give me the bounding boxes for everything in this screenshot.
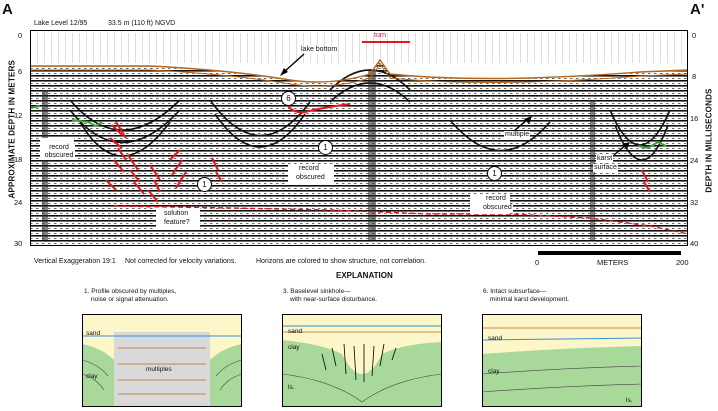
karst-red-features [105, 121, 651, 203]
profile-start-label: A [2, 1, 13, 18]
panel-2-clay-label: clay [288, 344, 300, 351]
panel-3-clay-label: clay [488, 368, 500, 375]
karst-surface-label-2: surface [593, 164, 618, 172]
water-column [30, 33, 688, 63]
panel-1-sand-label: sand [86, 330, 101, 337]
panel-1-diagram [82, 314, 242, 407]
record-obscured-right-2: obscured [482, 204, 513, 212]
lake-bottom-horizon-2 [30, 63, 688, 87]
footnote-exaggeration: Vertical Exaggeration 19:1 [34, 258, 116, 265]
right-axis-label: DEPTH IN MILLISECONDS [704, 88, 714, 193]
scale-bar [538, 251, 681, 255]
callout-circle-1b: 1 [197, 177, 212, 192]
left-tick-3: 18 [14, 155, 23, 164]
left-tick-2: 12 [14, 111, 23, 120]
record-obscured-left: record obscured [43, 144, 75, 160]
panel-3-caption-2: minimal karst development. [490, 296, 570, 303]
turn-label: turn [374, 32, 387, 39]
right-tick-4: 32 [690, 198, 699, 207]
multiple-label: multiple [504, 131, 531, 139]
green-horizon-right [637, 140, 667, 150]
multiple-arrow [513, 116, 532, 132]
right-tick-2: 16 [690, 114, 699, 123]
callout-circle-1a: 1 [318, 140, 333, 155]
panel-2-ls-label: ls. [288, 384, 295, 391]
right-tick-3: 24 [690, 156, 699, 165]
green-horizon-left [30, 105, 41, 109]
solution-feature-1: solution [163, 210, 190, 218]
panel-1-caption-1: 1. Profile obscured by multiples, [84, 288, 177, 295]
panel-1-multiples-label: multiples [146, 366, 172, 374]
solution-feature-2: feature? [163, 219, 191, 227]
footnote-horizons: Horizons are colored to show structure, … [256, 258, 427, 265]
panel-2-diagram [282, 314, 442, 407]
green-horizon-mid [71, 119, 103, 128]
panel-2-caption-2: with near-surface disturbance. [290, 296, 378, 303]
panel-2-caption-1: 3. Baselevel sinkhole— [283, 288, 351, 295]
panel-3-diagram [482, 314, 642, 407]
panel-1-clay-label: clay [86, 373, 98, 380]
lake-bottom-label: lake bottom [300, 46, 339, 54]
panel-1-caption-2: noise or signal attenuation. [91, 296, 169, 303]
lake-bottom-horizon [30, 58, 688, 83]
right-tick-1: 8 [692, 72, 697, 81]
right-tick-0: 0 [692, 31, 697, 40]
scale-start: 0 [535, 258, 540, 267]
left-tick-0: 0 [18, 31, 23, 40]
record-obscured-right-1: record [485, 195, 507, 203]
karst-surface-arrow [613, 142, 630, 156]
panel-3-sand-label: sand [488, 335, 503, 342]
record-obscured-mid-2: obscured [295, 174, 326, 182]
scale-end: 200 [676, 258, 689, 267]
obscured-zones [42, 70, 595, 240]
callout-circle-6: 6 [281, 91, 296, 106]
panel-3-ls-label: ls. [626, 397, 633, 404]
horizon-6 [284, 101, 351, 114]
left-tick-5: 30 [14, 239, 23, 248]
footnote-velocity: Not corrected for velocity variations. [125, 258, 237, 265]
lake-level-label: Lake Level 12/95 [34, 20, 88, 27]
lake-bottom-arrow [280, 53, 305, 76]
callout-circle-1c: 1 [487, 166, 502, 181]
right-tick-5: 40 [690, 239, 699, 248]
panel-2-sand-label: sand [288, 328, 303, 335]
left-tick-1: 6 [18, 67, 23, 76]
left-tick-4: 24 [14, 198, 23, 207]
karst-surface-label-1: karst [596, 155, 614, 163]
scale-units: METERS [597, 258, 629, 267]
turn-marker [362, 41, 410, 43]
record-obscured-mid-1: record [298, 165, 320, 173]
seismic-profile [30, 30, 688, 246]
reflection-field [30, 60, 688, 246]
elevation-label: 33.5 m (110 ft) NGVD [108, 20, 176, 27]
left-axis-label: APPROXIMATE DEPTH IN METERS [7, 59, 17, 199]
profile-frame [30, 30, 688, 246]
panel-3-caption-1: 6. Intact subsurface— [483, 288, 547, 295]
explanation-title: EXPLANATION [336, 271, 393, 280]
profile-end-label: A' [690, 1, 705, 18]
